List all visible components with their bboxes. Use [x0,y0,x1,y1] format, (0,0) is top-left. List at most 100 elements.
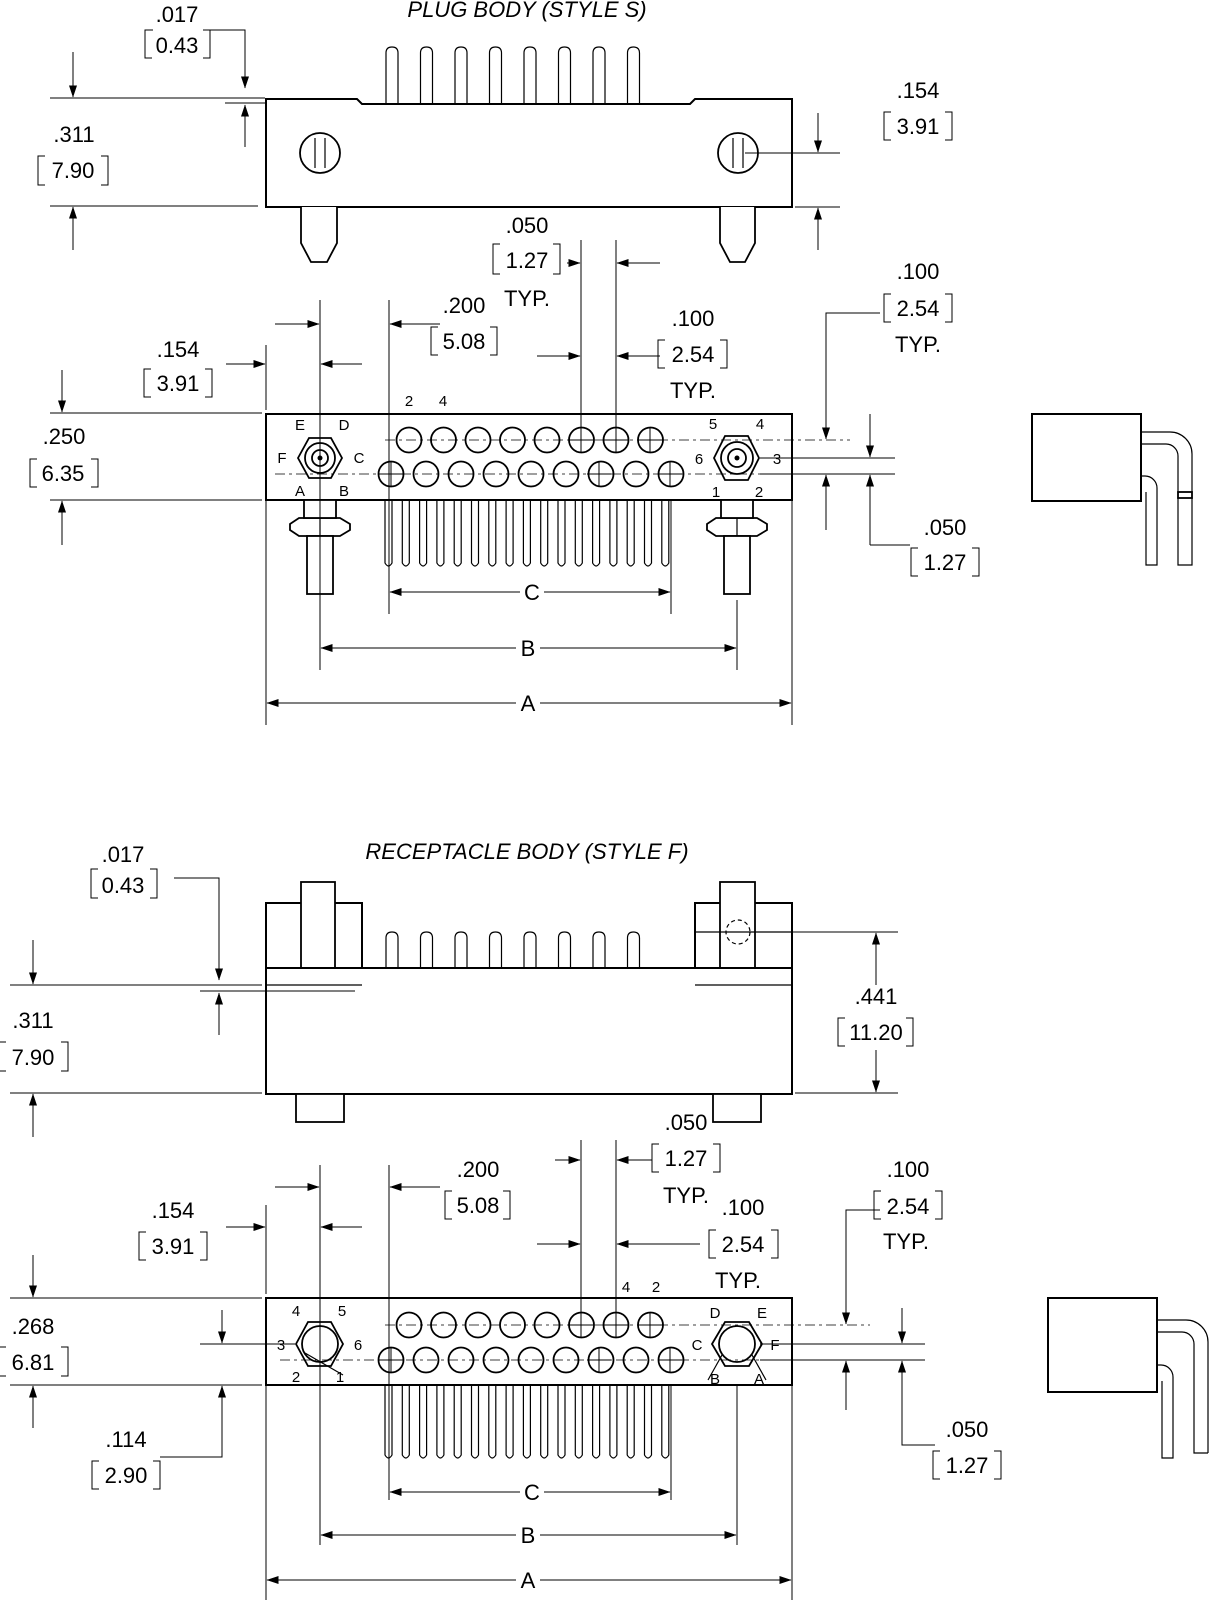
contact-pin [626,46,641,104]
contact-pin [419,931,434,992]
row-label: 2 [405,393,413,410]
receptacle-dim-017-in: .017 [102,842,145,867]
receptacle-dim-100-pitch-in: .100 [722,1195,765,1220]
pcb-tail [505,500,514,567]
contact-pin [454,46,468,104]
pin-label: 5 [709,416,717,433]
pin-label: 2 [292,1369,300,1386]
pcb-tail [419,500,428,567]
receptacle-section: RECEPTACLE BODY (STYLE F) .017 0.43 [0,839,1209,1600]
receptacle-end-view [1047,1297,1209,1459]
pcb-tail [419,1385,428,1459]
pcb-tail [401,1385,410,1459]
receptacle-dim-050-row: .050 1.27 [760,1308,1002,1480]
pcb-tail [557,500,566,567]
pcb-tail [661,1385,670,1459]
receptacle-dim-268-mm: 6.81 [12,1350,55,1375]
plug-guide-pin-right [719,207,756,263]
plug-right-pin-labels: 5 4 6 3 1 2 [695,416,781,501]
pin-label: F [770,1337,779,1354]
receptacle-span-c: C [524,1480,540,1505]
receptacle-dim-050-pitch-mm: 1.27 [665,1146,708,1171]
plug-dim-154-side-in: .154 [897,78,940,103]
plug-front-tails [384,500,670,567]
receptacle-dim-311-in: .311 [12,1008,53,1033]
pin-label: A [295,483,305,500]
pin-label: 4 [292,1303,300,1320]
receptacle-dim-100-pitch-mm: 2.54 [722,1232,765,1257]
plug-dim-311: .311 7.90 [37,52,258,250]
pin-label: C [692,1337,703,1354]
plug-dim-154-front-mm: 3.91 [157,371,200,396]
plug-dim-050-pitch-mm: 1.27 [506,248,549,273]
receptacle-dim-017: .017 0.43 [10,842,355,1035]
pcb-tail [626,1385,635,1459]
receptacle-dim-154-front-mm: 3.91 [152,1234,195,1259]
pcb-tail [401,500,410,567]
pcb-tail [540,500,549,567]
pin-label: 3 [277,1337,285,1354]
receptacle-dim-268: .268 6.81 [0,1255,262,1428]
receptacle-span-a: A [521,1568,536,1593]
pcb-tail [453,500,462,567]
plug-dim-100-pitch: .100 2.54 TYP. [537,306,728,403]
receptacle-front-view: 4 5 3 6 2 1 D E C F B A 4 2 [265,1279,870,1459]
contact-pin [523,931,537,992]
plug-side-body [265,98,793,208]
plug-dim-250-in: .250 [43,424,86,449]
plug-dim-200: .200 5.08 [388,293,498,614]
pin-label: B [710,1371,720,1388]
plug-section: PLUG BODY (STYLE S) .017 0.43 [29,0,1193,725]
pcb-tail [609,1385,618,1459]
contact-pin [419,46,434,104]
row-label: 2 [652,1279,660,1296]
receptacle-left-pin-labels: 4 5 3 6 2 1 [277,1303,362,1386]
receptacle-dim-100-row: .100 2.54 TYP. [842,1157,943,1410]
plug-dim-050-row-in: .050 [924,515,967,540]
receptacle-side-contacts [385,931,641,992]
plug-dim-311-mm: 7.90 [52,158,95,183]
receptacle-span-b: B [521,1523,536,1548]
pcb-tail [592,1385,601,1459]
receptacle-dim-441: .441 11.20 [745,931,914,1094]
contact-pin [523,46,537,104]
pcb-tail [470,500,480,567]
contact-pin [385,46,399,104]
receptacle-dim-114-in: .114 [105,1427,146,1452]
receptacle-front-tails [384,1385,670,1459]
pcb-tail [505,1385,514,1459]
pcb-tail [626,500,635,567]
receptacle-dim-100-row-mm: 2.54 [887,1194,930,1219]
plug-front-view: E D F C A B 5 4 6 3 1 2 2 4 [265,393,850,595]
pcb-tail [488,1385,497,1459]
plug-dim-100-pitch-note: TYP. [670,378,716,403]
plug-span-b: B [521,636,536,661]
pcb-tail [574,500,583,567]
plug-span-a: A [521,691,536,716]
receptacle-row-labels: 4 2 [622,1279,660,1296]
receptacle-dim-114-mm: 2.90 [105,1463,148,1488]
receptacle-dim-441-in: .441 [855,984,898,1009]
plug-dim-250: .250 6.35 [29,370,262,545]
plug-end-view [1031,413,1193,566]
plug-dim-050-pitch-in: .050 [506,213,549,238]
receptacle-dim-200-in: .200 [457,1157,500,1182]
pin-label: 3 [773,451,781,468]
plug-dim-017-mm: 0.43 [156,33,199,58]
receptacle-dim-050-pitch: .050 1.27 TYP. [555,1110,721,1323]
pin-label: F [277,450,286,467]
receptacle-dim-441-mm: 11.20 [849,1020,902,1045]
pcb-tail [488,500,497,567]
contact-pin [385,931,399,992]
plug-dim-050-pitch-note: TYP. [504,286,550,311]
contact-pin [557,931,572,992]
row-label: 4 [439,393,447,410]
pcb-tail [522,500,531,567]
plug-dim-017: .017 0.43 [50,2,265,147]
contact-pin [454,931,468,992]
pcb-tail [609,500,618,567]
receptacle-dim-050-pitch-in: .050 [665,1110,708,1135]
receptacle-dim-017-mm: 0.43 [102,873,145,898]
pin-label: 5 [338,1303,346,1320]
pin-label: A [754,1371,764,1388]
